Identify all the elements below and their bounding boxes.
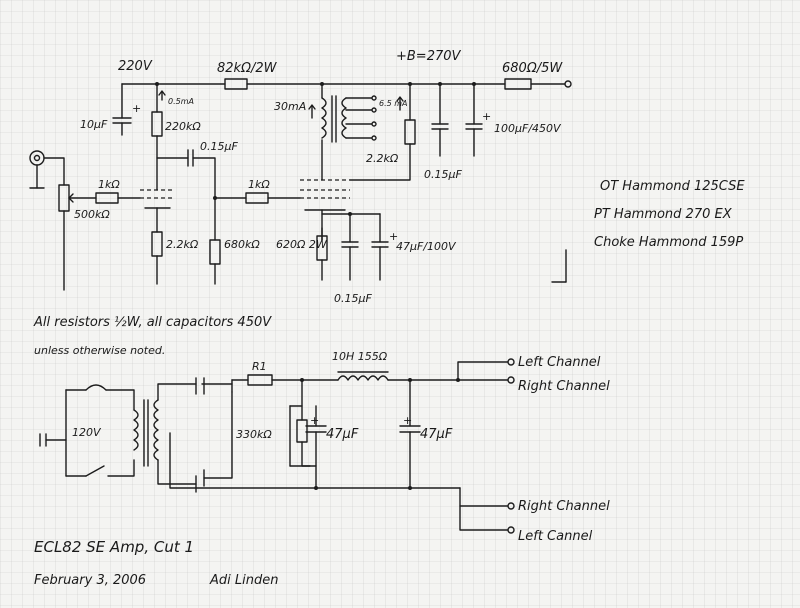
choke-label: Choke Hammond 159P <box>594 235 743 250</box>
secondary-current-label: 6.5 mA <box>379 99 408 108</box>
b220-label: 220V <box>118 59 153 74</box>
mains-label: 120V <box>72 426 102 439</box>
bleeder-label: 330kΩ <box>236 428 272 441</box>
r1-label: R1 <box>252 360 267 373</box>
screen-resistor-label: 2.2kΩ <box>366 152 399 165</box>
cathode-resistor-label: 2.2kΩ <box>166 238 199 251</box>
b270-label: +B=270V <box>396 49 462 64</box>
title-label: ECL82 SE Amp, Cut 1 <box>34 538 194 556</box>
cathode-bypass-label: 0.15µF <box>334 292 372 305</box>
svg-text:+: + <box>310 414 319 427</box>
ot-label: OT Hammond 125CSE <box>600 179 745 194</box>
svg-text:+: + <box>403 414 412 427</box>
psu-cap2-label: 47µF <box>420 427 453 442</box>
author-label: Adi Linden <box>209 573 278 588</box>
filter-resistor-label: 680Ω/5W <box>502 61 563 76</box>
filter-cap-label: 100µF/450V <box>494 122 562 135</box>
svg-text:+: + <box>482 110 491 123</box>
cathode-cap-label: 47µF/100V <box>396 240 457 253</box>
amplifier-circuit: + <box>29 78 572 291</box>
coupling-cap-label: 0.15µF <box>200 140 238 153</box>
filter-bypass-label: 0.15µF <box>424 168 462 181</box>
output-grid-stop-label: 1kΩ <box>248 178 270 191</box>
right-channel-top-label: Right Channel <box>518 379 610 394</box>
right-channel-bottom-label: Right Channel <box>518 499 610 514</box>
note-line-2: unless otherwise noted. <box>34 344 165 357</box>
pt-label: PT Hammond 270 EX <box>594 207 733 222</box>
svg-text:+: + <box>132 102 141 115</box>
pot-label: 500kΩ <box>74 208 110 221</box>
psu-cap1-label: 47µF <box>326 427 359 442</box>
power-supply-circuit: + + <box>39 358 515 534</box>
left-channel-bottom-label: Left Cannel <box>518 529 593 544</box>
current-in-label: 0.5mA <box>168 97 194 106</box>
grid-leak-label: 680kΩ <box>224 238 260 251</box>
note-line-1: All resistors ½W, all capacitors 450V <box>33 315 272 330</box>
left-channel-top-label: Left Channel <box>518 355 601 370</box>
cap-supply-label: 10µF <box>80 118 108 131</box>
input-grid-stop-label: 1kΩ <box>98 178 120 191</box>
choke-value-label: 10H 155Ω <box>332 350 388 363</box>
svg-text:+: + <box>389 230 398 243</box>
ot-current-label: 30mA <box>274 100 306 113</box>
cathode-resistor-output-label: 620Ω 2W <box>276 238 328 251</box>
date-label: February 3, 2006 <box>34 573 146 588</box>
anode-resistor-label: 220kΩ <box>165 120 201 133</box>
supply-resistor-label: 82kΩ/2W <box>217 61 278 76</box>
